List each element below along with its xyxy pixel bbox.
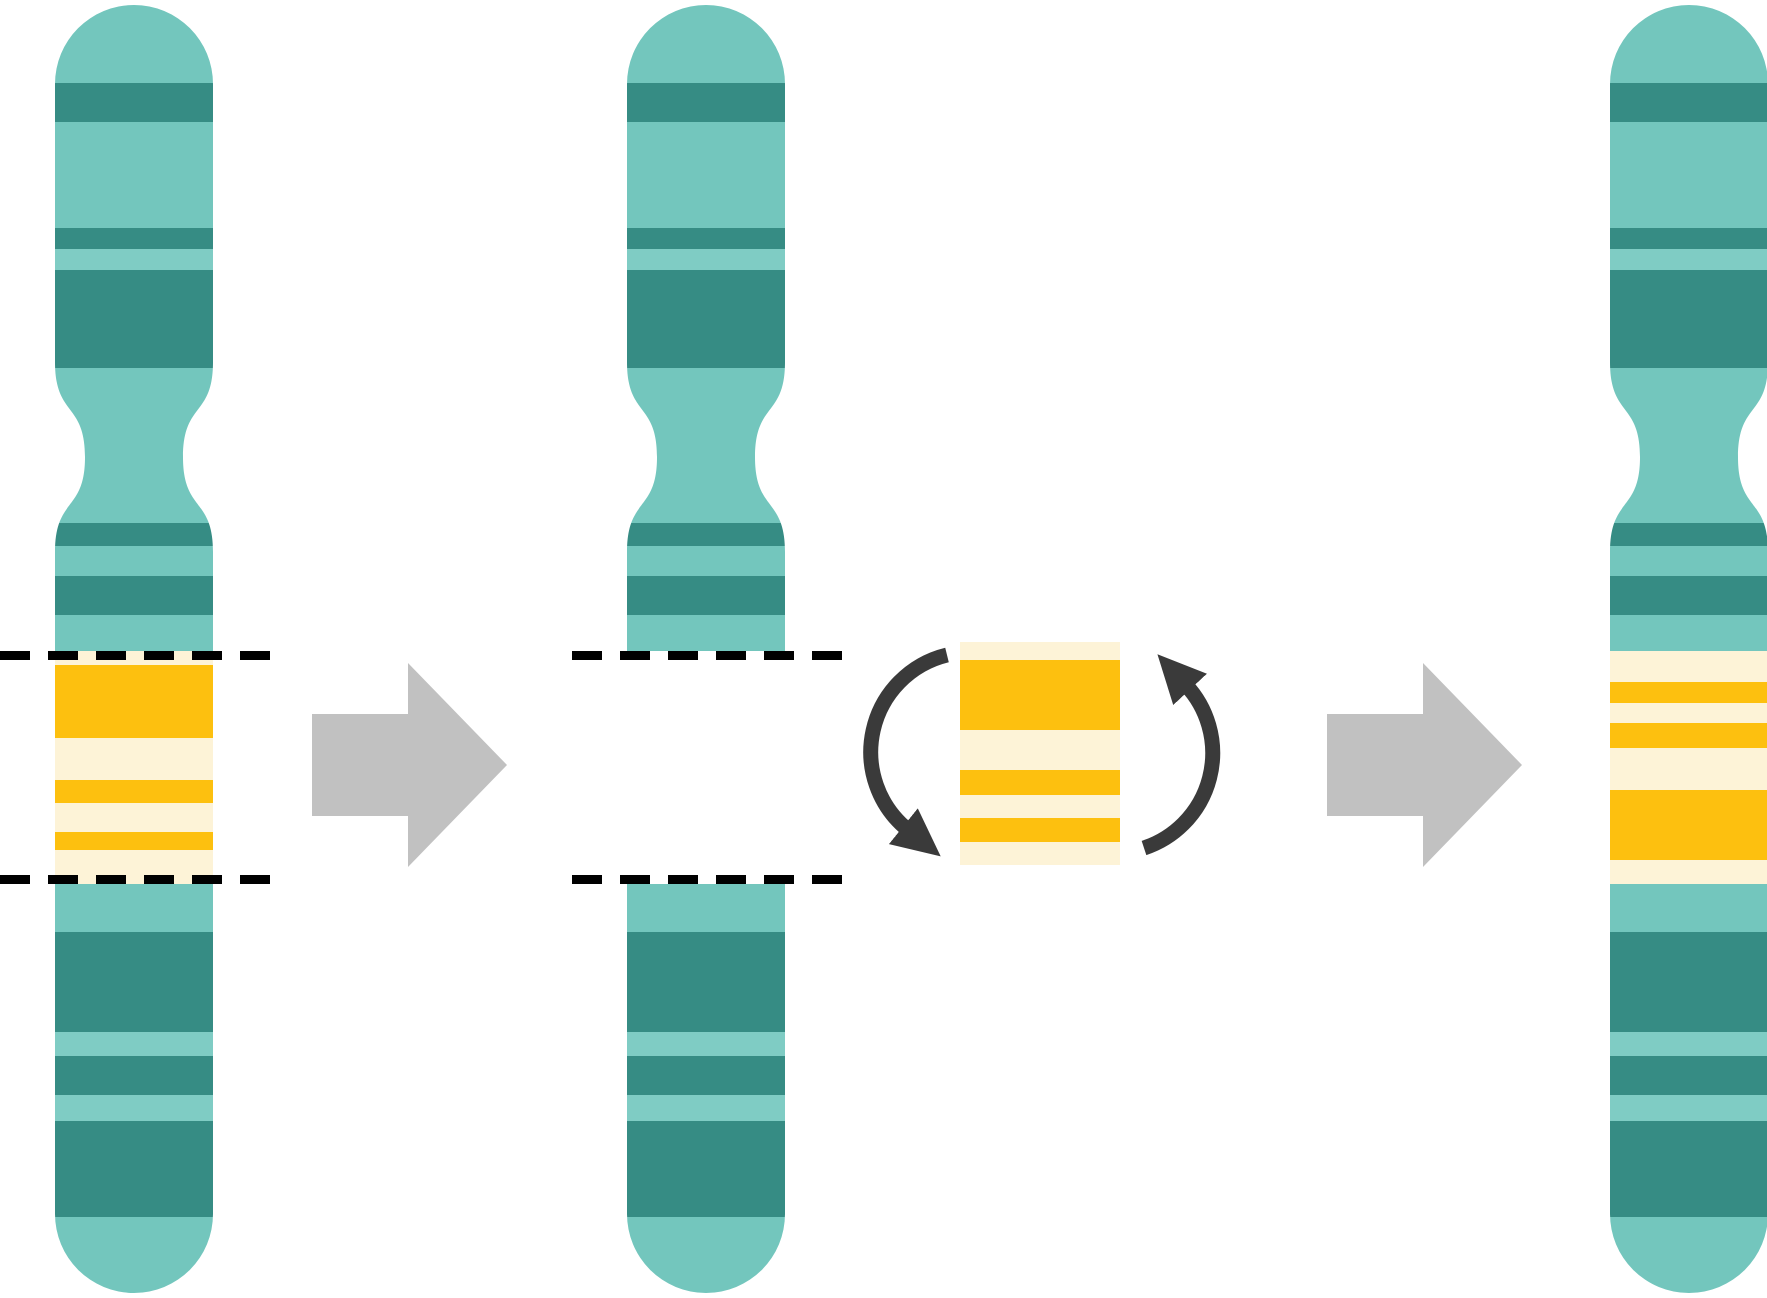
chromosome-band — [1610, 723, 1767, 748]
segment-band — [960, 818, 1120, 842]
chromosome-band — [1610, 703, 1767, 723]
chromosome-band — [1610, 860, 1767, 884]
chromosome-band — [55, 228, 213, 249]
chromosome-band — [627, 368, 785, 523]
chromosome-band — [1610, 122, 1767, 228]
chromosome-band — [627, 270, 785, 368]
chromosome-band — [1610, 270, 1767, 368]
chromosome-band — [1610, 83, 1767, 122]
chromosome-band — [627, 1217, 785, 1293]
chromosome-band — [55, 932, 213, 1032]
excised-segment — [960, 642, 1120, 865]
chromosome-band — [627, 615, 785, 651]
chromosome-inverted — [1610, 5, 1767, 1293]
chromosome-band — [627, 546, 785, 576]
chromosome-band — [627, 1056, 785, 1095]
chromosome-band — [1610, 1217, 1767, 1293]
chromosome-band — [627, 1095, 785, 1121]
chromosome-original — [0, 5, 270, 1293]
segment-band — [960, 660, 1120, 730]
chromosome-band — [627, 932, 785, 1032]
rotation-arrow-left-icon — [863, 647, 949, 857]
chromosome-band — [627, 122, 785, 228]
chromosome-band — [1610, 228, 1767, 249]
chromosome-band — [1610, 1121, 1767, 1217]
chromosome-band — [55, 738, 213, 780]
chromosome-band — [1610, 523, 1767, 546]
chromosome-band — [55, 270, 213, 368]
chromosome-band — [1610, 790, 1767, 860]
chromosome-band — [55, 1095, 213, 1121]
chromosome-band — [627, 1121, 785, 1217]
chromosome-band — [1610, 682, 1767, 703]
chromosome-band — [627, 83, 785, 122]
chromosome-band — [55, 1121, 213, 1217]
chromosome-band — [627, 523, 785, 546]
segment-band — [960, 842, 1120, 865]
chromosome-band — [55, 832, 213, 850]
chromosome-band — [55, 546, 213, 576]
chromosome-band — [1610, 1095, 1767, 1121]
chromosome-band — [1610, 615, 1767, 651]
rotation-arrow-right-icon — [1141, 654, 1221, 856]
chromosome-band — [55, 850, 213, 884]
chromosome-band — [1610, 1032, 1767, 1056]
chromosome-band — [55, 83, 213, 122]
chromosome-band — [1610, 932, 1767, 1032]
chromosome-band — [55, 122, 213, 228]
segment-band — [960, 795, 1120, 818]
chromosome-band — [55, 1217, 213, 1293]
chromosome-band — [627, 249, 785, 270]
chromosome-band — [55, 803, 213, 832]
chromosome-band — [55, 523, 213, 546]
chromosome-band — [1610, 546, 1767, 576]
chromosome-band — [55, 1056, 213, 1095]
chromosome-band — [55, 5, 213, 83]
chromosome-band — [1610, 576, 1767, 615]
chromosome-band — [1610, 748, 1767, 790]
chromosome-band — [55, 884, 213, 932]
chromosome-band — [55, 249, 213, 270]
segment-band — [960, 730, 1120, 770]
chromosome-band — [55, 1032, 213, 1056]
chromosome-band — [55, 780, 213, 803]
chromosome-band — [1610, 5, 1767, 83]
process-arrow-reinsertion-icon — [1327, 663, 1522, 867]
chromosome-band — [1610, 884, 1767, 932]
chromosome-band — [627, 576, 785, 615]
chromosome-band — [55, 368, 213, 523]
chromosome-band — [627, 228, 785, 249]
chromosome-band — [1610, 651, 1767, 682]
chromosome-band — [627, 884, 785, 932]
segment-band — [960, 770, 1120, 795]
chromosome-band — [627, 1032, 785, 1056]
chromosome-band — [55, 665, 213, 738]
chromosome-band — [55, 576, 213, 615]
segment-band — [960, 642, 1120, 660]
process-arrow-excision-icon — [312, 663, 507, 867]
chromosome-band — [55, 615, 213, 651]
chromosome-band — [1610, 368, 1767, 523]
chromosome-band — [1610, 249, 1767, 270]
chromosome-band — [1610, 1056, 1767, 1095]
chromosome-excised — [572, 5, 842, 1293]
chromosome-band — [55, 651, 213, 665]
chromosome-band — [627, 5, 785, 83]
